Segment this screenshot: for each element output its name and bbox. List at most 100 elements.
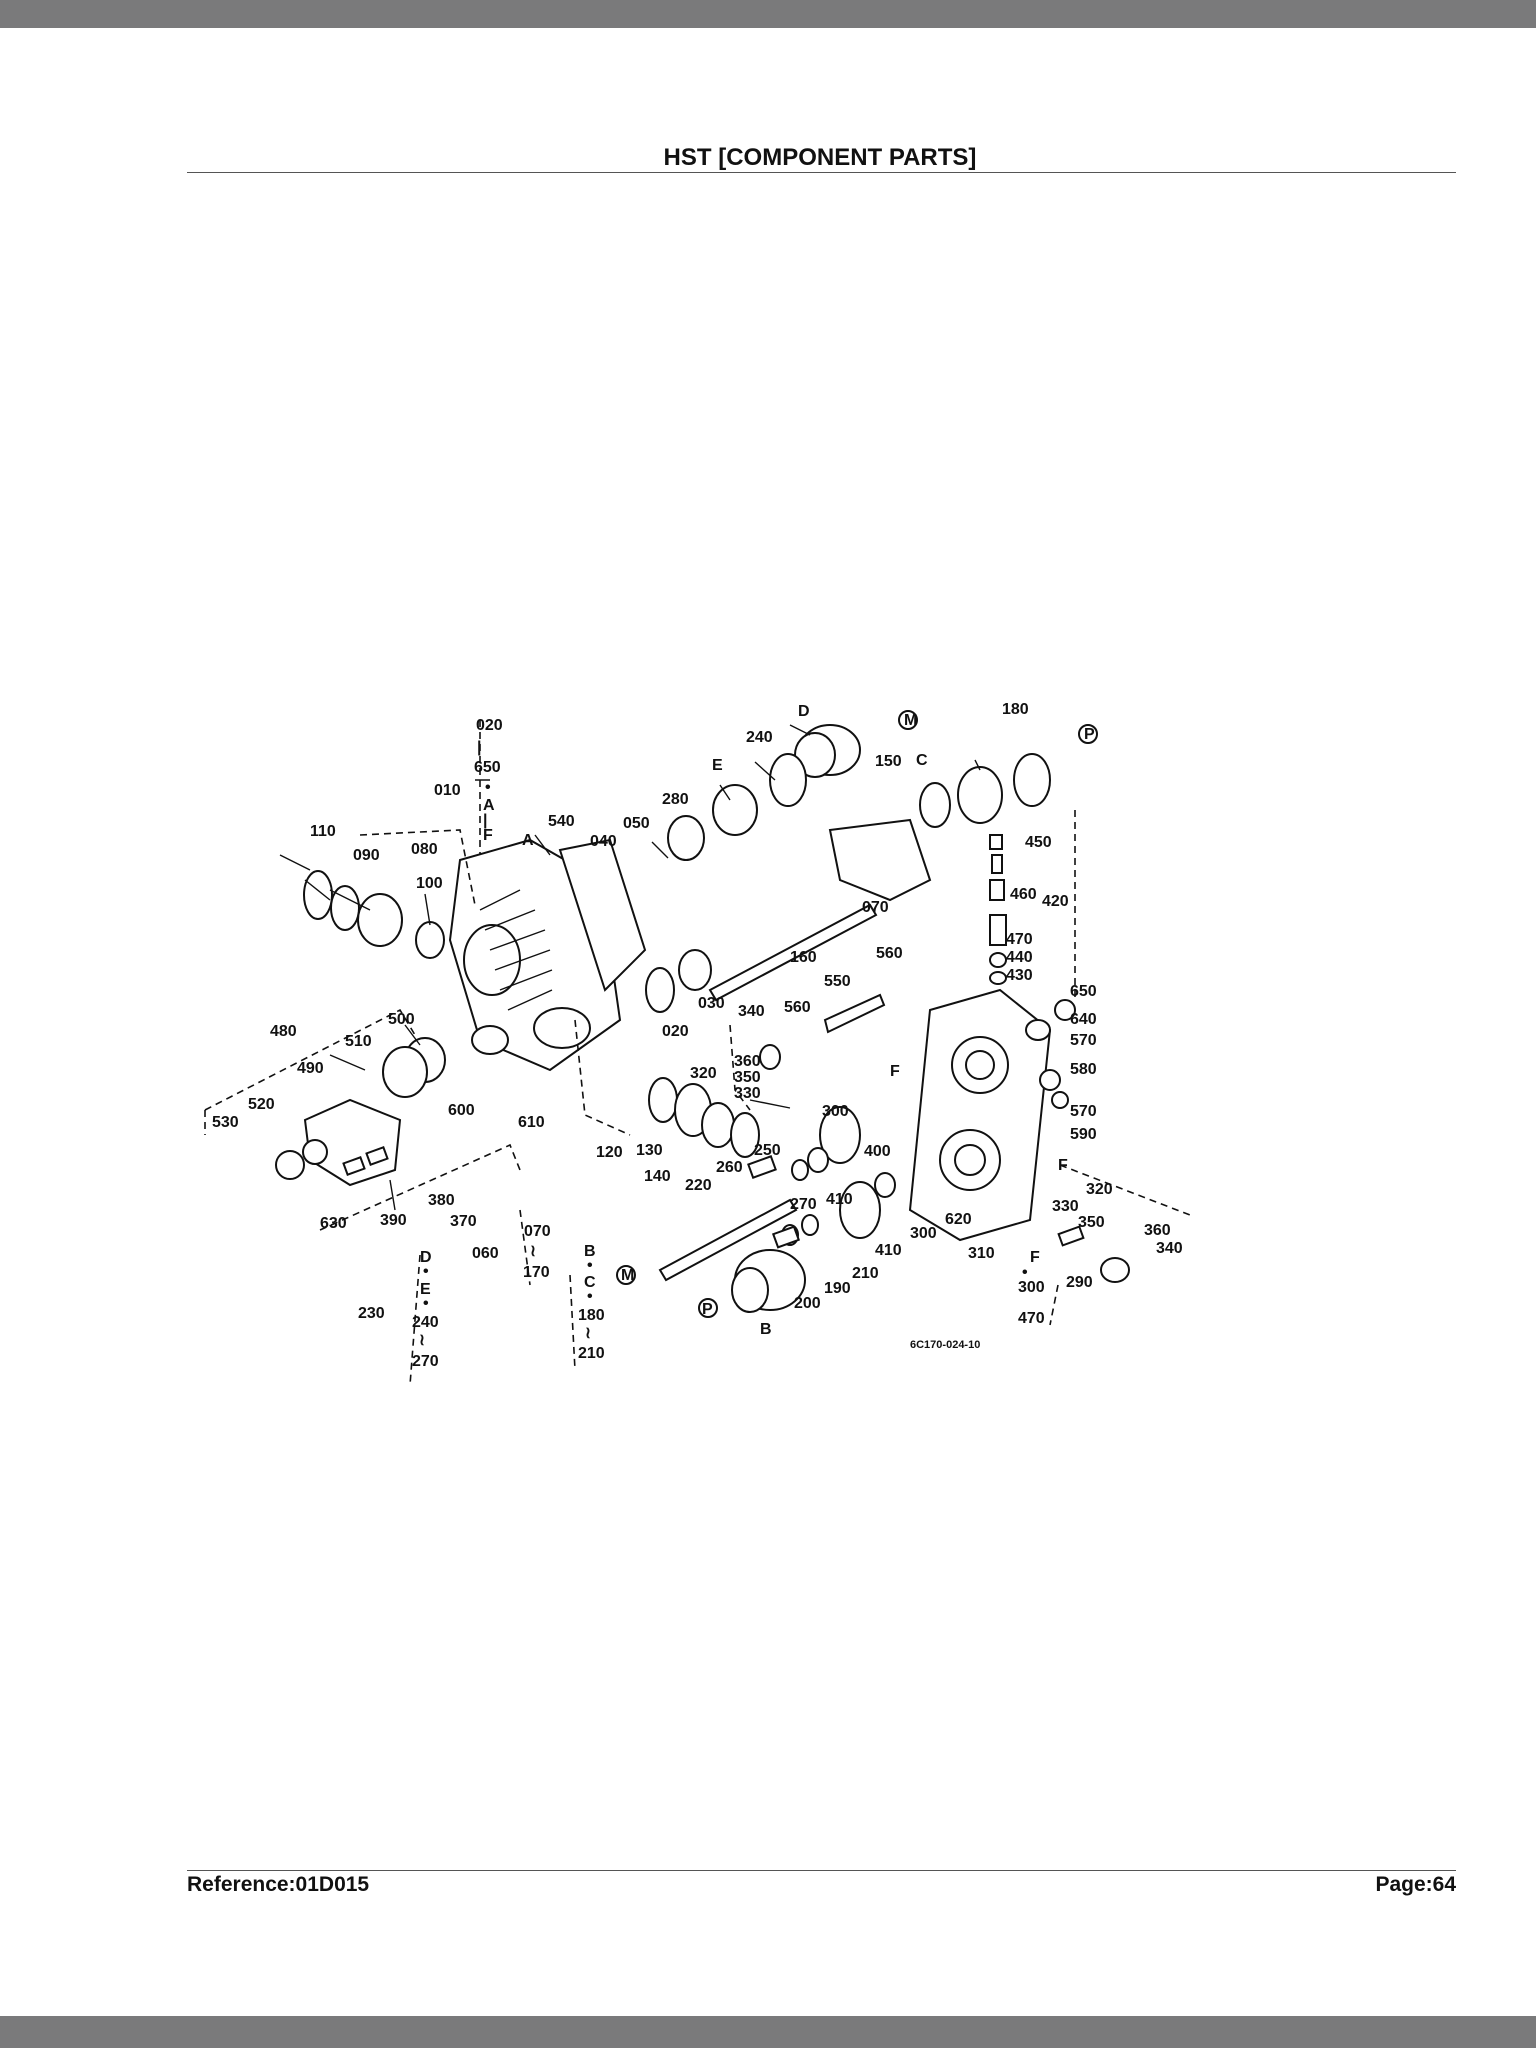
svg-text:560: 560 xyxy=(784,999,811,1016)
svg-text:410: 410 xyxy=(875,1242,902,1259)
svg-text:|: | xyxy=(477,739,481,756)
svg-text:270: 270 xyxy=(790,1196,817,1213)
svg-text:290: 290 xyxy=(1066,1274,1093,1291)
bottom-bar xyxy=(0,2016,1536,2048)
svg-text:300: 300 xyxy=(822,1103,849,1120)
svg-text:530: 530 xyxy=(212,1114,239,1131)
svg-text:410: 410 xyxy=(826,1191,853,1208)
svg-text:A: A xyxy=(522,832,534,849)
svg-text:590: 590 xyxy=(1070,1126,1097,1143)
svg-text:120: 120 xyxy=(596,1144,623,1161)
svg-text:M: M xyxy=(904,712,917,729)
svg-text:070: 070 xyxy=(524,1223,551,1240)
svg-text:330: 330 xyxy=(734,1085,761,1102)
svg-text:P: P xyxy=(1084,726,1095,743)
exploded-parts-diagram: 6C170-024-10 010 020 | 650 • A | F 110 0… xyxy=(190,690,1210,1400)
svg-text:170: 170 xyxy=(523,1264,550,1281)
svg-text:650: 650 xyxy=(474,759,501,776)
svg-text:270: 270 xyxy=(412,1353,439,1370)
svg-text:040: 040 xyxy=(590,833,617,850)
svg-text:260: 260 xyxy=(716,1159,743,1176)
svg-text:•: • xyxy=(1022,1264,1028,1281)
top-bar xyxy=(0,0,1536,28)
svg-text:B: B xyxy=(760,1321,772,1338)
svg-text:510: 510 xyxy=(345,1033,372,1050)
svg-text:130: 130 xyxy=(636,1142,663,1159)
svg-text:360: 360 xyxy=(734,1053,761,1070)
svg-text:420: 420 xyxy=(1042,893,1069,910)
svg-text:220: 220 xyxy=(685,1177,712,1194)
svg-text:580: 580 xyxy=(1070,1061,1097,1078)
svg-text:620: 620 xyxy=(945,1211,972,1228)
svg-text:C: C xyxy=(916,752,928,769)
svg-text:380: 380 xyxy=(428,1192,455,1209)
svg-text:390: 390 xyxy=(380,1212,407,1229)
svg-text:F: F xyxy=(890,1063,900,1080)
svg-text:080: 080 xyxy=(411,841,438,858)
callout-010: 010 xyxy=(434,782,461,799)
svg-text:≀: ≀ xyxy=(585,1325,591,1342)
svg-text:180: 180 xyxy=(1002,701,1029,718)
svg-text:F: F xyxy=(1058,1157,1068,1174)
svg-text:140: 140 xyxy=(644,1168,671,1185)
svg-text:350: 350 xyxy=(1078,1214,1105,1231)
svg-text:240: 240 xyxy=(746,729,773,746)
svg-text:350: 350 xyxy=(734,1069,761,1086)
svg-text:640: 640 xyxy=(1070,1011,1097,1028)
svg-text:520: 520 xyxy=(248,1096,275,1113)
svg-text:060: 060 xyxy=(472,1245,499,1262)
svg-text:100: 100 xyxy=(416,875,443,892)
svg-text:•: • xyxy=(587,1257,593,1274)
svg-text:320: 320 xyxy=(1086,1181,1113,1198)
svg-text:460: 460 xyxy=(1010,886,1037,903)
svg-text:F: F xyxy=(1030,1249,1040,1266)
svg-text:•: • xyxy=(587,1288,593,1305)
housing-right xyxy=(908,988,1052,1242)
svg-text:E: E xyxy=(420,1281,431,1298)
svg-text:430: 430 xyxy=(1006,967,1033,984)
svg-text:400: 400 xyxy=(864,1143,891,1160)
page-title: HST [COMPONENT PARTS] xyxy=(663,144,977,171)
svg-text:020: 020 xyxy=(662,1023,689,1040)
svg-text:600: 600 xyxy=(448,1102,475,1119)
svg-text:570: 570 xyxy=(1070,1103,1097,1120)
svg-text:E: E xyxy=(712,757,723,774)
svg-text:110: 110 xyxy=(310,823,336,840)
figure-ref: 6C170-024-10 xyxy=(910,1339,980,1351)
svg-text:200: 200 xyxy=(794,1295,821,1312)
svg-text:F: F xyxy=(483,827,493,844)
svg-text:B: B xyxy=(584,1243,596,1260)
svg-text:180: 180 xyxy=(578,1307,605,1324)
svg-text:570: 570 xyxy=(1070,1032,1097,1049)
svg-text:440: 440 xyxy=(1006,949,1033,966)
svg-text:230: 230 xyxy=(358,1305,385,1322)
page-number: Page:64 xyxy=(1375,1873,1456,1896)
footer-rule xyxy=(187,1870,1456,1871)
svg-text:M: M xyxy=(621,1267,634,1284)
svg-text:≀: ≀ xyxy=(530,1243,536,1260)
svg-text:A: A xyxy=(483,797,495,814)
svg-text:020: 020 xyxy=(476,717,503,734)
svg-text:≀: ≀ xyxy=(419,1332,425,1349)
svg-text:610: 610 xyxy=(518,1114,545,1131)
svg-text:320: 320 xyxy=(690,1065,717,1082)
svg-text:540: 540 xyxy=(548,813,575,830)
svg-text:650: 650 xyxy=(1070,983,1097,1000)
svg-text:210: 210 xyxy=(578,1345,605,1362)
svg-text:150: 150 xyxy=(875,753,902,770)
svg-text:630: 630 xyxy=(320,1215,347,1232)
svg-text:310: 310 xyxy=(968,1245,995,1262)
svg-text:090: 090 xyxy=(353,847,380,864)
svg-text:470: 470 xyxy=(1018,1310,1045,1327)
svg-text:250: 250 xyxy=(754,1142,781,1159)
svg-text:070: 070 xyxy=(862,899,889,916)
header-rule xyxy=(187,172,1456,173)
svg-text:550: 550 xyxy=(824,973,851,990)
svg-text:340: 340 xyxy=(738,1003,765,1020)
svg-text:480: 480 xyxy=(270,1023,297,1040)
svg-text:D: D xyxy=(798,703,810,720)
svg-text:050: 050 xyxy=(623,815,650,832)
svg-text:240: 240 xyxy=(412,1314,439,1331)
svg-text:D: D xyxy=(420,1249,432,1266)
svg-text:340: 340 xyxy=(1156,1240,1183,1257)
